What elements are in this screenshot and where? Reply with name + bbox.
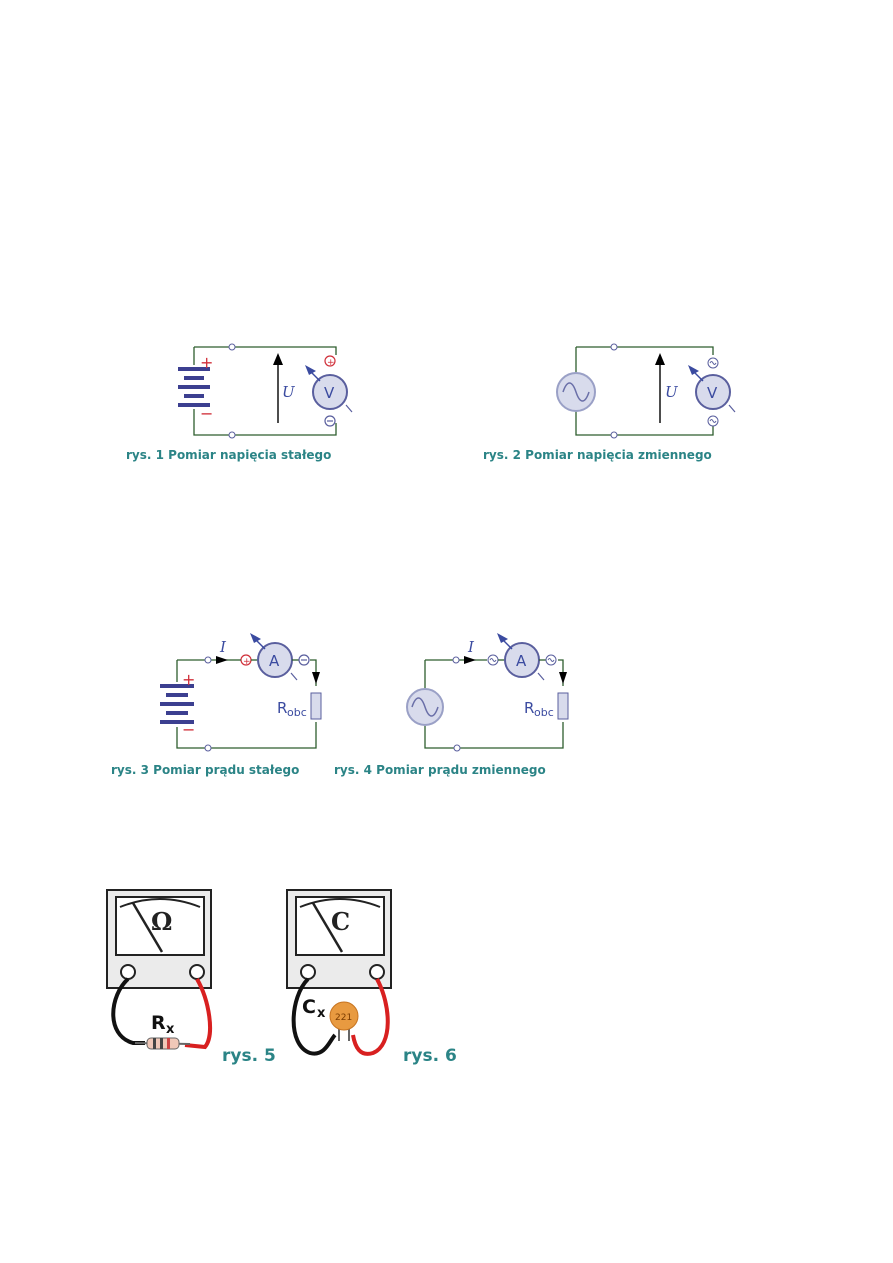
voltage-arrow <box>655 353 665 423</box>
load-resistor <box>557 692 569 720</box>
meter-symbol: V <box>707 384 718 402</box>
jack-black <box>300 964 316 980</box>
minus-sign: − <box>182 720 195 739</box>
voltmeter-icon: V <box>305 365 353 413</box>
dial-window <box>295 896 385 956</box>
needle <box>131 902 164 953</box>
current-label: I <box>467 638 475 656</box>
plus-terminal-icon <box>324 355 336 367</box>
needle <box>311 902 344 953</box>
terminal <box>610 431 618 439</box>
figure-dc-voltage: + − U + V <box>178 343 353 439</box>
minus-sign: − <box>200 404 213 423</box>
terminal <box>228 431 236 439</box>
plus-sign: + <box>200 353 213 372</box>
voltmeter-icon: V <box>688 365 736 413</box>
component-subscript: x <box>166 1022 175 1037</box>
terminal <box>452 656 460 664</box>
meter-symbol: A <box>269 652 280 670</box>
svg-text:+: + <box>327 358 335 368</box>
ac-source-icon <box>556 372 596 412</box>
component-label: R <box>151 1012 166 1034</box>
plus-sign: + <box>182 670 195 689</box>
black-lead <box>111 977 145 1045</box>
red-lead <box>184 978 213 1050</box>
meter-symbol: V <box>324 384 335 402</box>
caption-fig4: rys. 4 Pomiar prądu zmiennego <box>334 763 546 777</box>
voltage-label: U <box>282 383 296 401</box>
dial-symbol: C <box>331 907 350 936</box>
battery-icon <box>178 367 210 407</box>
battery-icon <box>160 684 194 724</box>
current-arrow <box>559 672 567 684</box>
figure-capacitance-meter: C 221 C x <box>286 889 392 1056</box>
figure-ac-current: I A R obc <box>406 633 569 752</box>
caption-fig6: rys. 6 <box>403 1046 457 1066</box>
resistor-icon <box>146 1037 180 1050</box>
jack-red <box>369 964 385 980</box>
voltage-arrow <box>273 353 283 423</box>
capacitor-code: 221 <box>335 1013 352 1023</box>
load-label: R <box>524 699 534 717</box>
terminal <box>610 343 618 351</box>
red-lead <box>351 978 390 1056</box>
figure-dc-current: + − I + A R obc <box>160 633 322 752</box>
figure-ac-voltage: U V <box>556 343 736 439</box>
meter-symbol: A <box>516 652 527 670</box>
caption-fig3: rys. 3 Pomiar prądu stałego <box>111 763 300 777</box>
ammeter-icon: A <box>250 633 298 681</box>
capacitor-icon: 221 <box>329 1001 359 1041</box>
voltage-label: U <box>665 383 679 401</box>
current-arrow <box>464 656 476 664</box>
component-label: C <box>302 996 316 1018</box>
current-arrow <box>312 672 320 684</box>
jack-red <box>189 964 205 980</box>
load-subscript: obc <box>534 706 554 719</box>
current-arrow <box>216 656 228 664</box>
terminal <box>204 656 212 664</box>
caption-fig1: rys. 1 Pomiar napięcia stałego <box>126 448 332 462</box>
terminal <box>228 343 236 351</box>
ac-source-icon <box>406 688 444 726</box>
caption-fig5: rys. 5 <box>222 1046 276 1066</box>
load-subscript: obc <box>287 706 307 719</box>
terminal <box>453 744 461 752</box>
dial-symbol: Ω <box>151 907 172 936</box>
load-resistor <box>310 692 322 720</box>
svg-text:+: + <box>243 657 251 667</box>
current-label: I <box>219 638 227 656</box>
figure-resistance-meter: Ω R x <box>106 889 213 1050</box>
caption-fig2: rys. 2 Pomiar napięcia zmiennego <box>483 448 712 462</box>
dial-window <box>115 896 205 956</box>
terminal <box>204 744 212 752</box>
black-lead <box>291 977 337 1056</box>
component-subscript: x <box>317 1006 326 1021</box>
load-label: R <box>277 699 287 717</box>
jack-black <box>120 964 136 980</box>
ammeter-icon: A <box>497 633 545 681</box>
